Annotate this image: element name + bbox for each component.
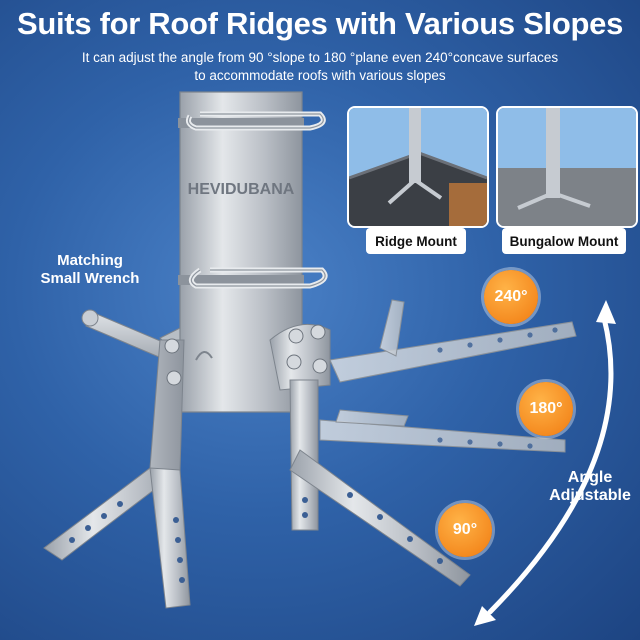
brand-mark: HEVIDUBANA [188,181,295,198]
arm-180 [319,409,566,453]
page-title: Suits for Roof Ridges with Various Slope… [16,6,624,41]
angle-badge-90: 90° [438,503,492,557]
left-bracket [43,338,191,609]
wrench-label-line-2: Small Wrench [40,270,140,287]
bungalow-mount-caption: Bungalow Mount [502,228,626,254]
angle-label-line-2: Adjustable [549,487,631,504]
arm-240 [329,299,577,383]
ridge-photo-art [349,108,487,226]
u-bolt-upper [186,111,326,131]
wrench-label-line-1: Matching [57,252,123,269]
angle-badge-240: 240° [484,270,538,324]
bungalow-photo-art [498,108,636,226]
u-bolt-lower [188,267,328,289]
ridge-mount-caption: Ridge Mount [366,228,466,254]
bungalow-mount-photo [496,106,638,228]
angle-arc-arrow [474,300,616,626]
angle-badge-180: 180° [519,382,573,436]
subtitle-line-2: to accommodate roofs with various slopes [194,68,446,83]
arm-90 [289,379,471,587]
subtitle-line-1: It can adjust the angle from 90 °slope t… [81,50,559,65]
angle-label-line-1: Angle [567,469,613,486]
ridge-mount-photo [347,106,489,228]
hinge-assembly [269,323,331,391]
